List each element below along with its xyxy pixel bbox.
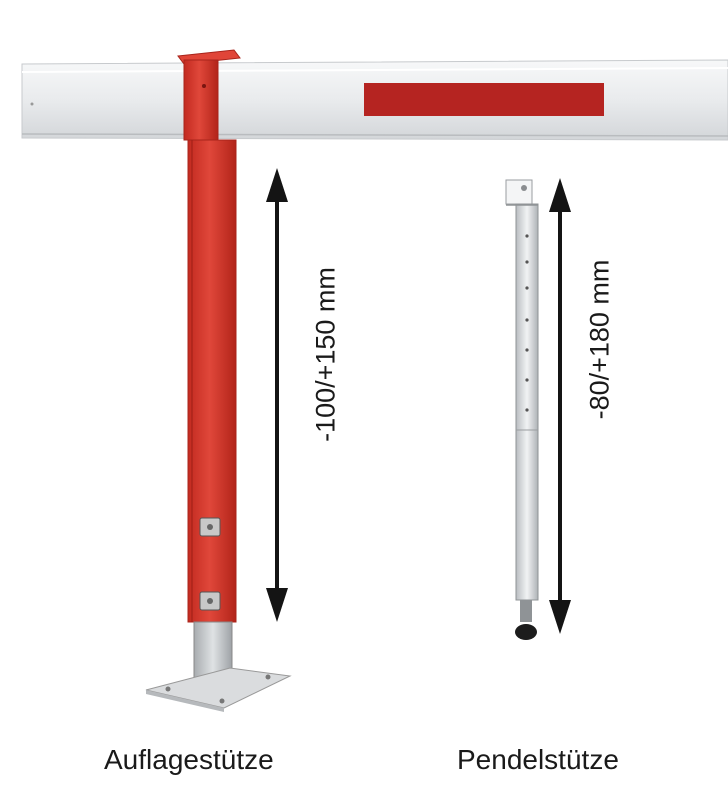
left-adjustment-range: -100/+150 mm (310, 267, 341, 442)
left-support-post (145, 49, 292, 712)
caption-pendelstuetze: Pendelstütze (457, 744, 619, 775)
right-dimension-arrow (549, 178, 571, 634)
caption-auflagestuetze: Auflagestütze (104, 744, 274, 775)
left-dimension-arrow (266, 168, 288, 622)
right-support-pendulum (505, 179, 539, 640)
right-adjustment-range: -80/+180 mm (584, 259, 615, 420)
reflector-strip (364, 83, 604, 116)
